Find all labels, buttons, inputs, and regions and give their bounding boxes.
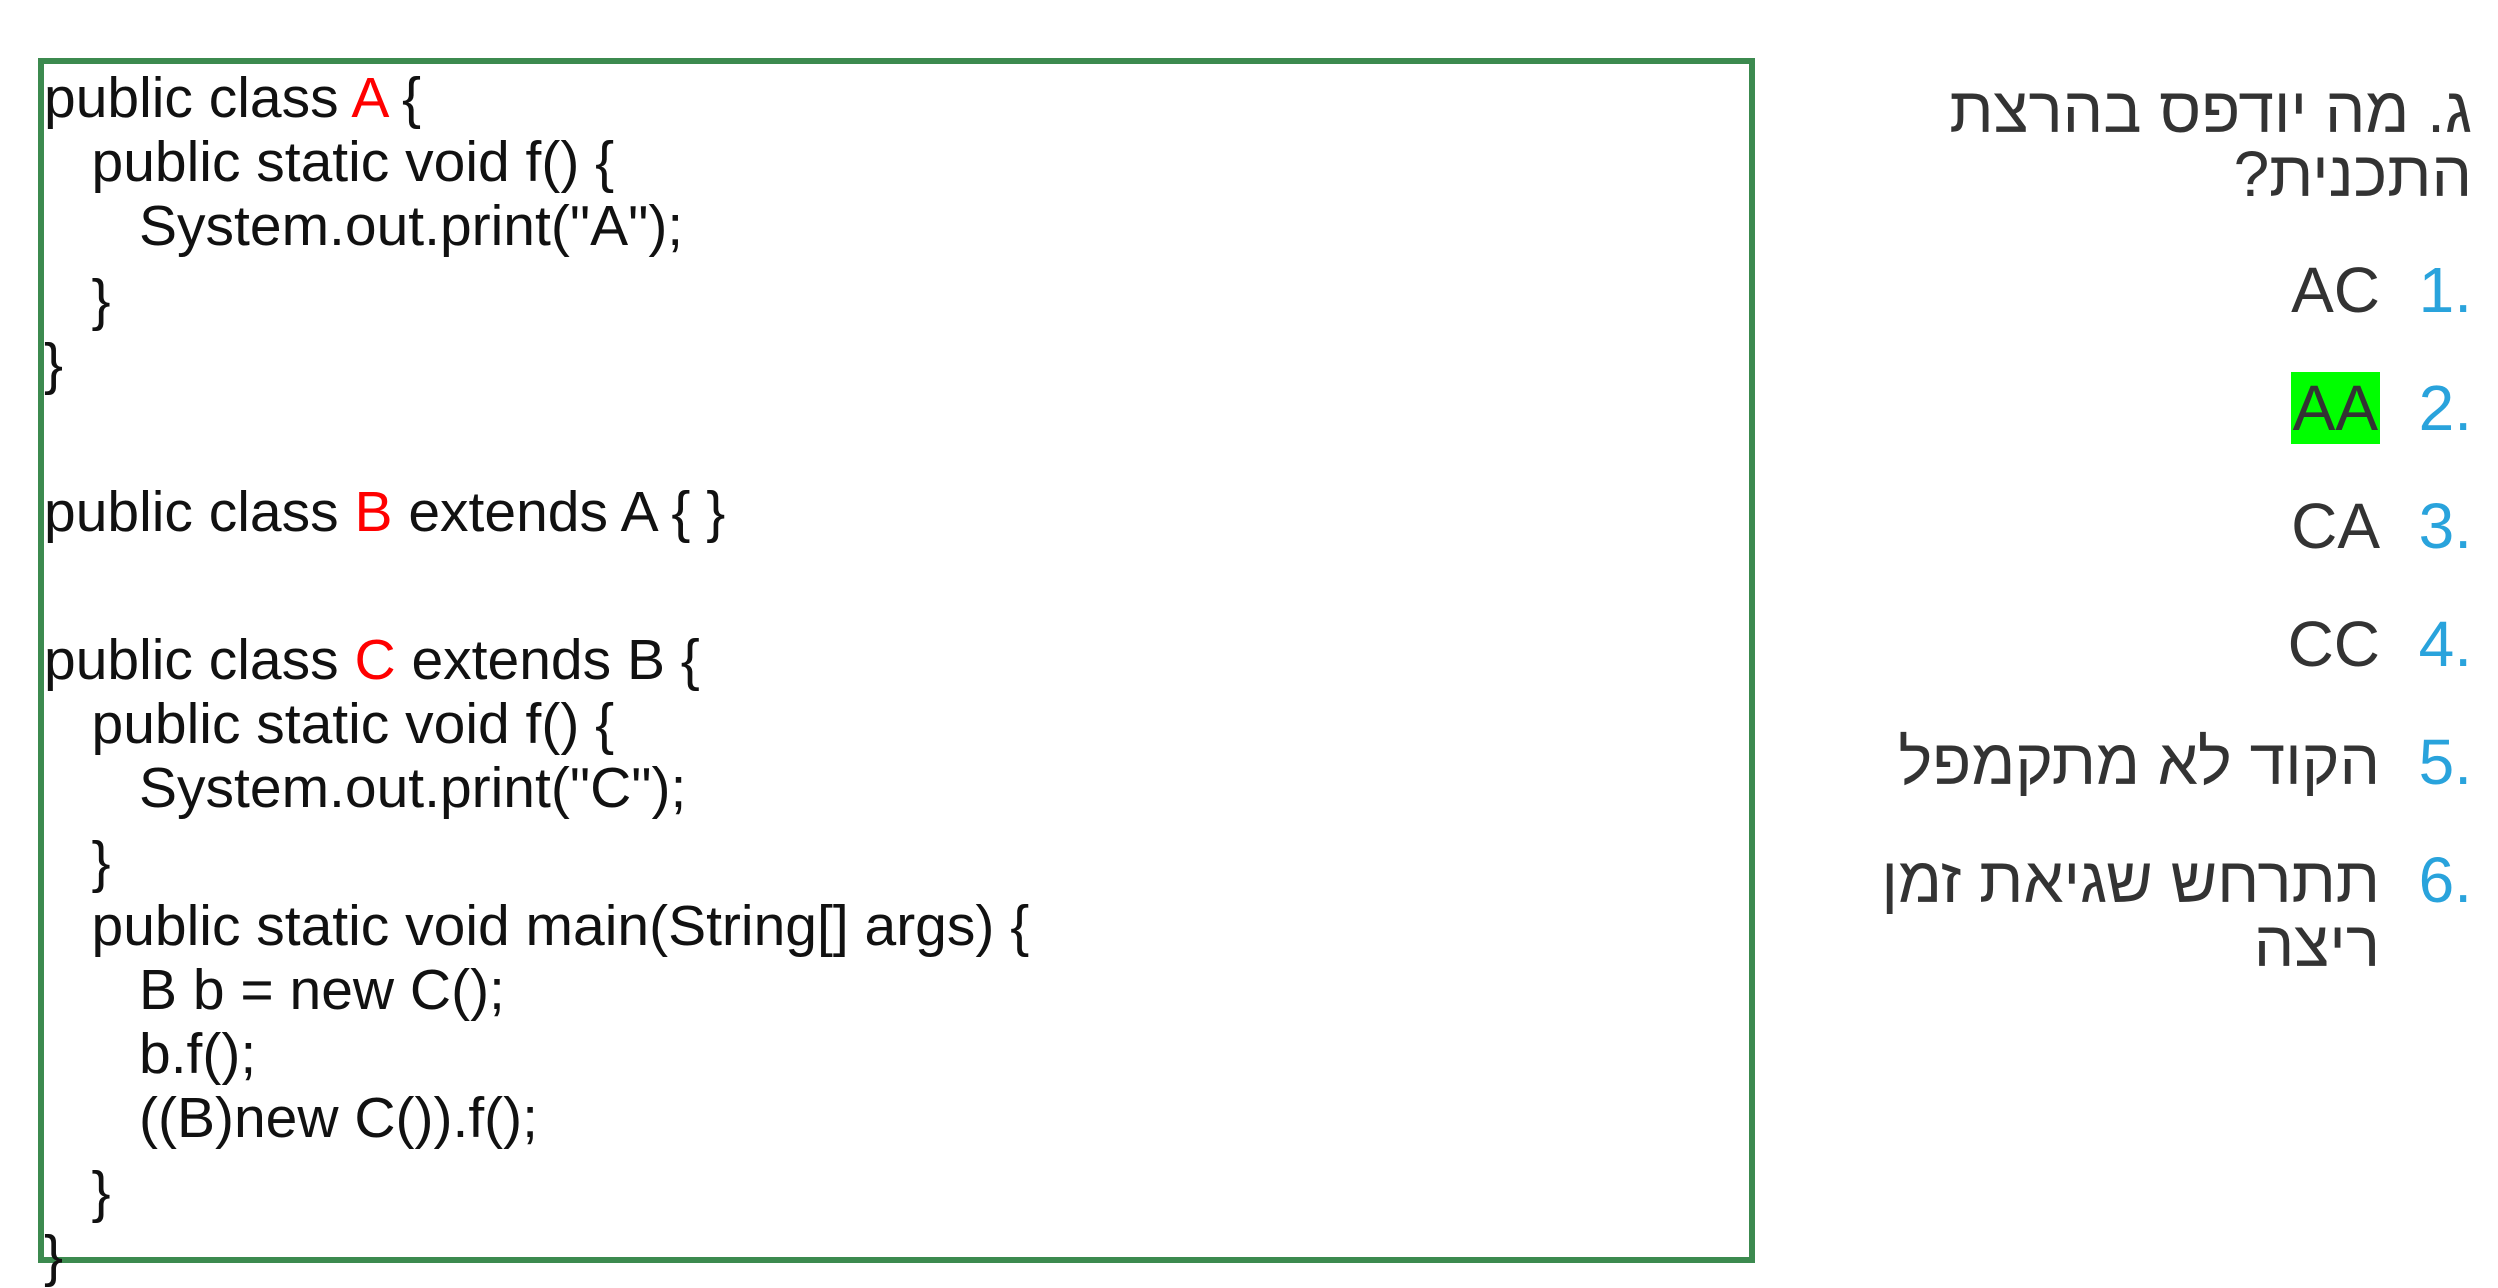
option-text: CA xyxy=(2291,490,2380,562)
code-line: public static void f() { xyxy=(44,130,615,194)
code-text: public class xyxy=(44,480,355,544)
answer-option: 4.CC xyxy=(1752,612,2472,676)
code-text: } xyxy=(44,268,111,332)
code-line: public static void f() { xyxy=(44,692,615,756)
option-text-wrap: הקוד לא מתקמפל xyxy=(1752,730,2380,794)
code-line: public class A { xyxy=(44,66,421,130)
option-text-wrap: AC xyxy=(1752,258,2380,322)
code-text: } xyxy=(44,332,64,396)
option-number: 5. xyxy=(2418,726,2472,798)
code-line: public class C extends B { xyxy=(44,628,700,692)
code-line: B b = new C(); xyxy=(44,958,505,1022)
code-line: public static void main(String[] args) { xyxy=(44,894,1030,958)
question-text: ג. מה יודפס בהרצת התכנית? xyxy=(1949,74,2472,210)
option-text-wrap: AA xyxy=(1752,372,2380,444)
option-text: CC xyxy=(2287,608,2380,680)
code-text: public static void f() { xyxy=(44,130,615,194)
class-name: A xyxy=(351,66,387,130)
option-number: 4. xyxy=(2418,608,2472,680)
code-line: } xyxy=(44,332,63,396)
option-text: הקוד לא מתקמפל xyxy=(1898,726,2380,798)
answer-option: 3.CA xyxy=(1752,494,2472,558)
code-text: B b = new C(); xyxy=(44,958,505,1022)
option-number: 3. xyxy=(2418,490,2472,562)
code-line: ((B)new C()).f(); xyxy=(44,1086,538,1150)
code-line: public class B extends A { } xyxy=(44,480,725,544)
code-text: System.out.print("C"); xyxy=(44,756,687,820)
option-text-wrap: CC xyxy=(1752,612,2380,676)
option-number: 1. xyxy=(2418,254,2472,326)
code-line: } xyxy=(44,1224,63,1288)
code-text: public class xyxy=(44,628,355,692)
code-text: ((B)new C()).f(); xyxy=(44,1086,538,1150)
code-line: System.out.print("C"); xyxy=(44,756,686,820)
code-text: { xyxy=(386,66,422,130)
option-text: תתרחש שגיאת זמן ריצה xyxy=(1881,844,2380,980)
option-text: AC xyxy=(2291,254,2380,326)
code-text: public class xyxy=(44,66,352,130)
code-text: } xyxy=(44,1224,64,1288)
option-number: 2. xyxy=(2418,372,2472,444)
code-text: } xyxy=(44,1160,111,1224)
answer-option: 5.הקוד לא מתקמפל xyxy=(1752,730,2472,794)
code-text: } xyxy=(44,830,111,894)
answer-option: 2. AA xyxy=(1752,372,2472,444)
code-text: System.out.print("A"); xyxy=(44,194,684,258)
code-line: } xyxy=(44,268,111,332)
code-text: public static void main(String[] args) { xyxy=(44,894,1030,958)
code-line: System.out.print("A"); xyxy=(44,194,683,258)
code-text: extends A { } xyxy=(392,480,726,544)
code-box: public class A { public static void f() … xyxy=(38,58,1755,1288)
code-text: b.f(); xyxy=(44,1022,257,1086)
code-text: extends B { xyxy=(395,628,700,692)
class-name: B xyxy=(354,480,393,544)
answer-option: 6.תתרחש שגיאת זמן ריצה xyxy=(1752,848,2472,976)
option-text-wrap: CA xyxy=(1752,494,2380,558)
code-text: public static void f() { xyxy=(44,692,615,756)
option-text-wrap: תתרחש שגיאת זמן ריצה xyxy=(1752,848,2380,976)
code-line: } xyxy=(44,1160,111,1224)
class-name: C xyxy=(354,628,396,692)
code-line: b.f(); xyxy=(44,1022,256,1086)
answer-option: 1.AC xyxy=(1752,258,2472,322)
option-text-highlighted: AA xyxy=(2290,372,2380,444)
option-number: 6. xyxy=(2418,844,2472,916)
code-line: } xyxy=(44,830,111,894)
